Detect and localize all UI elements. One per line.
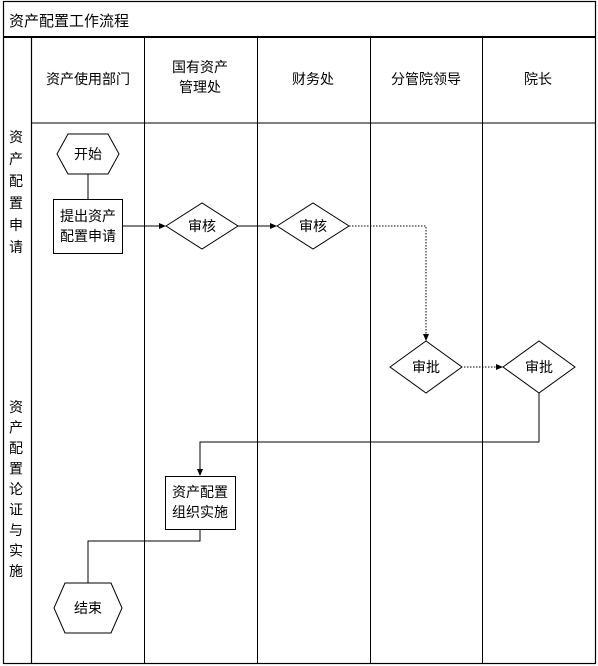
phase1-char-4: 论	[9, 482, 23, 498]
phase1-char-2: 配	[9, 441, 23, 457]
approve1-node[interactable]: 审批	[389, 340, 463, 394]
lane1-line-1: 管理处	[179, 80, 221, 96]
review1-node-label: 审核	[188, 219, 216, 235]
review2-node[interactable]: 审核	[276, 202, 350, 250]
connector-implement-end	[87, 530, 201, 583]
lane-header-president: 院长	[524, 72, 552, 88]
review2-node-label: 审核	[299, 219, 327, 235]
arrowheads	[159, 223, 503, 476]
phase0-char-2: 配	[9, 174, 23, 190]
approve1-diamond-shape	[389, 340, 463, 394]
phase0-char-5: 请	[9, 240, 23, 256]
lane-header-deputy-leader: 分管院领导	[391, 72, 461, 88]
arrowhead-approve1	[423, 334, 429, 341]
phase0-char-4: 申	[9, 218, 23, 234]
approve2-node-label: 审批	[525, 360, 553, 376]
phase0-char-1: 产	[9, 152, 23, 168]
phase1-char-5: 证	[9, 503, 23, 519]
lane2-line-0: 财务处	[292, 72, 334, 88]
apply-box-shape	[53, 199, 123, 254]
end-node-label: 结束	[74, 601, 102, 617]
n-start-line-0: 开始	[74, 147, 102, 163]
phase1-char-3: 置	[9, 462, 23, 478]
review1-diamond-shape	[165, 202, 239, 250]
approve2-node[interactable]: 审批	[502, 340, 576, 394]
lane-header-finance: 财务处	[292, 72, 334, 88]
diagram-title: 资产配置工作流程	[9, 12, 129, 30]
phase1-char-7: 实	[9, 544, 23, 560]
apply-node[interactable]: 提出资产配置申请	[53, 199, 123, 254]
lane-header-state-asset-office: 国有资产管理处	[172, 60, 228, 96]
n-review2-line-0: 审核	[299, 219, 327, 235]
lane4-line-0: 院长	[524, 72, 552, 88]
apply-node-label: 提出资产配置申请	[60, 209, 116, 245]
end-node[interactable]: 结束	[53, 582, 123, 634]
connectors	[87, 174, 540, 583]
phase-label-application: 资产配置申请	[9, 130, 23, 256]
n-implement-line-0: 资产配置	[172, 485, 228, 501]
phase0-char-3: 置	[9, 196, 23, 212]
arrowhead-review2	[270, 223, 277, 229]
n-apply-line-0: 提出资产	[60, 209, 116, 225]
n-review1-line-0: 审核	[188, 219, 216, 235]
arrowhead-implement	[197, 469, 203, 476]
approve1-node-label: 审批	[412, 360, 440, 376]
start-node-label: 开始	[74, 147, 102, 163]
review2-diamond-shape	[276, 202, 350, 250]
connector-review2-approve1	[349, 225, 427, 337]
phase1-char-8: 施	[9, 564, 23, 580]
lane0-line-0: 资产使用部门	[46, 71, 130, 88]
lane3-line-0: 分管院领导	[391, 72, 461, 88]
start-node[interactable]: 开始	[56, 133, 120, 175]
phase1-char-1: 产	[9, 421, 23, 437]
implement-node[interactable]: 资产配置组织实施	[165, 476, 236, 530]
arrowhead-review1	[159, 223, 166, 229]
implement-box-shape	[165, 476, 236, 530]
n-approve2-line-0: 审批	[525, 360, 553, 376]
review1-node[interactable]: 审核	[165, 202, 239, 250]
phase0-char-0: 资	[9, 130, 23, 146]
connector-approve2-implement	[199, 393, 540, 472]
phase1-char-6: 与	[9, 523, 23, 539]
n-approve1-line-0: 审批	[412, 360, 440, 376]
start-hexagon-shape	[56, 133, 120, 175]
phase1-char-0: 资	[9, 400, 23, 416]
phase-label-implementation: 资产配置论证与实施	[9, 400, 23, 580]
arrowhead-approve2	[496, 364, 503, 370]
n-end-line-0: 结束	[74, 601, 102, 617]
lane1-line-0: 国有资产	[172, 60, 228, 76]
approve2-diamond-shape	[502, 340, 576, 394]
n-apply-line-1: 配置申请	[60, 229, 116, 245]
lane-header-asset-dept: 资产使用部门	[46, 71, 130, 88]
implement-node-label: 资产配置组织实施	[172, 485, 228, 521]
end-hexagon-shape	[53, 582, 123, 634]
n-implement-line-1: 组织实施	[172, 505, 228, 521]
